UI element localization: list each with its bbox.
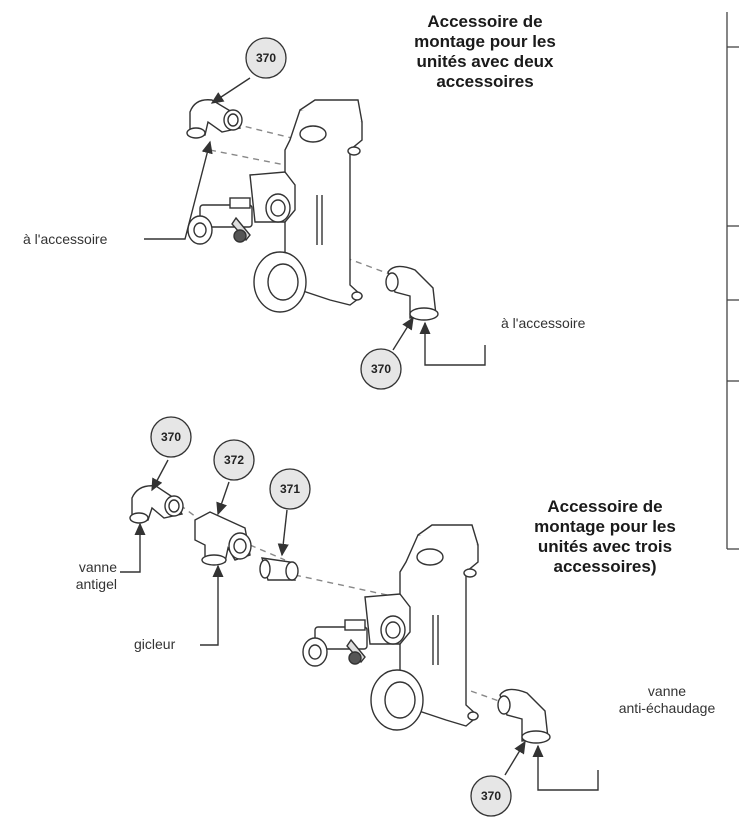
top-assembly <box>186 99 439 321</box>
label-nozzle: gicleur <box>134 636 176 652</box>
svg-text:370: 370 <box>371 362 391 376</box>
label-to-fitting-left: à l'accessoire <box>23 231 108 247</box>
svg-text:370: 370 <box>161 430 181 444</box>
svg-text:371: 371 <box>280 482 300 496</box>
callout-bottom-right-elbow: 370 <box>470 775 512 817</box>
svg-text:370: 370 <box>481 789 501 803</box>
bottom-valve-body <box>370 524 480 731</box>
callout-nipple: 371 <box>269 468 311 510</box>
svg-text:372: 372 <box>224 453 244 467</box>
nipple-fitting <box>259 557 299 581</box>
label-antifreeze-valve: vanne antigel <box>75 559 117 592</box>
top-valve-body <box>253 99 364 313</box>
top-ball-valve <box>187 197 253 245</box>
svg-text:370: 370 <box>256 51 276 65</box>
tee-fitting <box>194 511 252 566</box>
side-table-frame <box>726 12 739 550</box>
label-antiscald-valve: vanne anti-échaudage <box>618 683 716 716</box>
callout-tee: 372 <box>213 439 255 481</box>
bottom-assembly <box>129 485 551 744</box>
callout-bottom-elbow: 370 <box>150 416 192 458</box>
bottom-right-elbow-fitting <box>497 688 551 744</box>
label-to-fitting-right: à l'accessoire <box>501 315 586 331</box>
bottom-elbow-fitting <box>129 485 184 524</box>
callout-top-elbow: 370 <box>245 37 287 79</box>
top-right-elbow-fitting <box>385 265 439 321</box>
top-elbow-fitting <box>186 99 243 139</box>
callout-top-right-elbow: 370 <box>360 348 402 390</box>
title-three-fittings: Accessoire de montage pour les unités av… <box>534 497 676 576</box>
title-two-fittings: Accessoire de montage pour les unités av… <box>414 12 556 91</box>
bottom-ball-valve <box>302 619 368 667</box>
